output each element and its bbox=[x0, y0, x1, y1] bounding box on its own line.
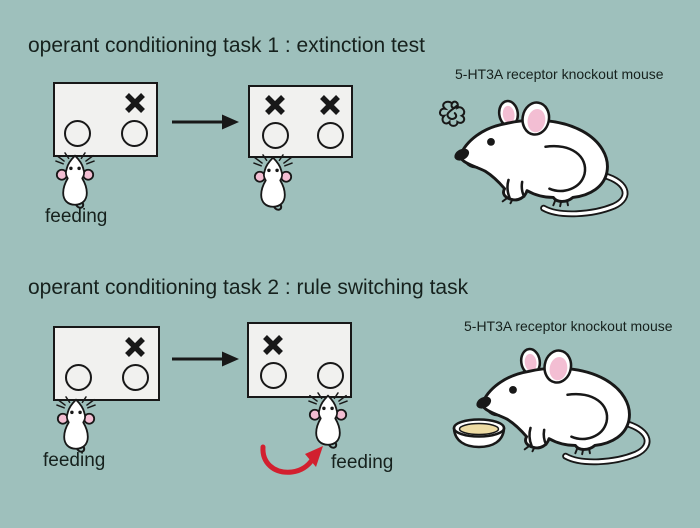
side-view-mouse-icon bbox=[474, 342, 664, 469]
x-mark-icon bbox=[318, 93, 342, 117]
top-view-mouse-icon bbox=[252, 153, 294, 211]
nose-poke-hole bbox=[316, 361, 344, 389]
nose-poke-hole bbox=[316, 121, 344, 149]
nose-poke-hole bbox=[259, 361, 287, 389]
task1-box-before bbox=[53, 82, 158, 157]
arrow-right-icon bbox=[170, 350, 241, 368]
x-mark-icon bbox=[123, 91, 147, 115]
task1-title: operant conditioning task 1 : extinction… bbox=[28, 34, 425, 57]
nose-poke-hole bbox=[64, 363, 92, 391]
x-mark-icon bbox=[261, 333, 285, 357]
task2-box-before bbox=[53, 326, 160, 401]
task2-caption: 5-HT3A receptor knockout mouse bbox=[464, 318, 673, 334]
feeding-label: feeding bbox=[43, 450, 106, 471]
task2-box-after bbox=[247, 322, 352, 398]
task2-title: operant conditioning task 2 : rule switc… bbox=[28, 276, 469, 299]
nose-poke-hole bbox=[261, 121, 289, 149]
x-mark-icon bbox=[123, 335, 147, 359]
nose-poke-hole bbox=[121, 120, 148, 147]
feeding-label: feeding bbox=[45, 206, 108, 227]
nose-poke-hole bbox=[64, 120, 91, 147]
feeding-label: feeding bbox=[331, 452, 394, 473]
top-view-mouse-icon bbox=[55, 395, 97, 453]
task1-box-after bbox=[248, 85, 353, 158]
arrow-right-icon bbox=[170, 113, 241, 131]
nose-poke-hole bbox=[121, 363, 149, 391]
task1-caption: 5-HT3A receptor knockout mouse bbox=[455, 66, 664, 82]
top-view-mouse-icon bbox=[54, 151, 96, 209]
frustration-scribble-icon bbox=[438, 100, 466, 127]
side-view-mouse-icon bbox=[452, 94, 642, 221]
rule-switch-arrow-icon bbox=[260, 444, 323, 475]
food-bowl-icon bbox=[452, 418, 506, 449]
x-mark-icon bbox=[263, 93, 287, 117]
